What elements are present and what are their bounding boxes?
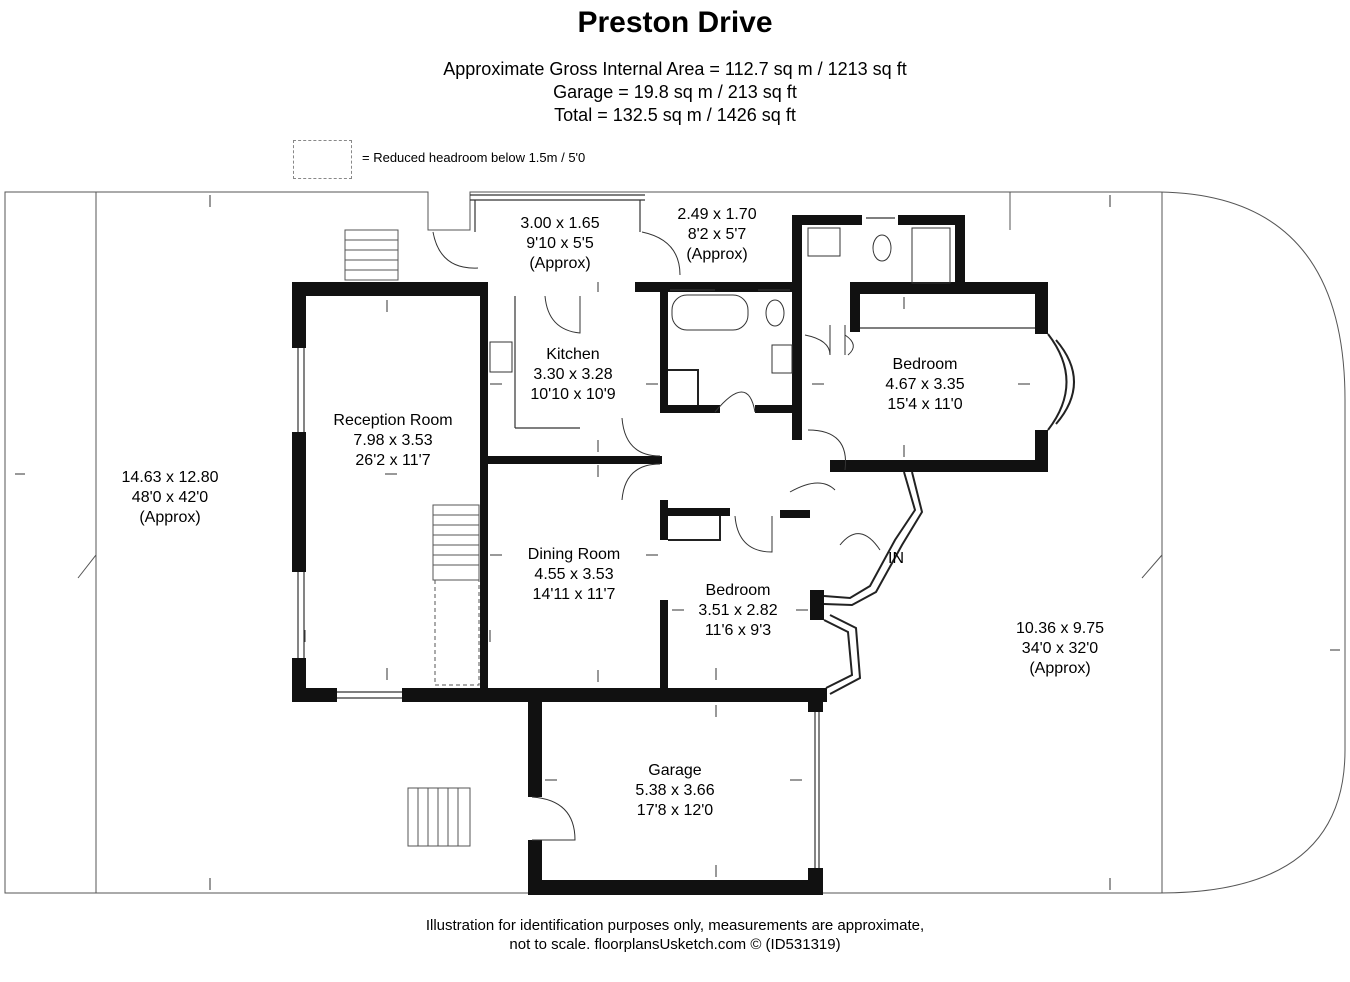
- bedroom2-imperial: 11'6 x 9'3: [704, 622, 772, 639]
- bathroom-fixtures: [489, 227, 951, 374]
- garage-imperial: 17'8 x 12'0: [636, 802, 714, 819]
- bedroom1-imperial: 15'4 x 11'0: [887, 396, 963, 413]
- bay-window-bedroom: [1047, 333, 1075, 431]
- plan-title: Preston Drive: [577, 6, 773, 39]
- garden-left-approx: (Approx): [139, 509, 201, 526]
- terrace-top-label: 3.00 x 1.65 9'10 x 5'5 (Approx): [520, 214, 599, 274]
- garage-metric: 5.38 x 3.66: [635, 782, 715, 799]
- garden-right-metric: 10.36 x 9.75: [1015, 620, 1105, 637]
- total-area: Total = 132.5 sq m / 1426 sq ft: [554, 105, 796, 125]
- bedroom2-metric: 3.51 x 2.82: [698, 602, 778, 619]
- bay-window-bedroom2: [823, 614, 862, 695]
- porch-top-imperial: 8'2 x 5'7: [687, 226, 747, 243]
- reception-imperial: 26'2 x 11'7: [355, 452, 431, 469]
- dining-metric: 4.55 x 3.53: [534, 566, 614, 583]
- garage-name: Garage: [648, 762, 702, 779]
- garage-area: Garage = 19.8 sq m / 213 sq ft: [553, 82, 797, 102]
- disclaimer-line-2: not to scale. floorplansUsketch.com © (I…: [509, 936, 841, 953]
- dining-room-label: Dining Room 4.55 x 3.53 14'11 x 11'7: [528, 545, 620, 605]
- kitchen-name: Kitchen: [546, 346, 600, 363]
- legend-text: = Reduced headroom below 1.5m / 5'0: [362, 150, 586, 165]
- reception-metric: 7.98 x 3.53: [353, 432, 433, 449]
- bedroom1-metric: 4.67 x 3.35: [885, 376, 965, 393]
- garden-left-imperial: 48'0 x 42'0: [131, 489, 209, 506]
- steps-garage: [407, 787, 471, 847]
- kitchen-label: Kitchen 3.30 x 3.28 10'10 x 10'9: [530, 345, 615, 405]
- garden-right-imperial: 34'0 x 32'0: [1021, 640, 1099, 657]
- kitchen-imperial: 10'10 x 10'9: [530, 386, 616, 403]
- bedroom2-name: Bedroom: [705, 582, 771, 599]
- bay-window-entrance: [823, 471, 924, 607]
- disclaimer-line-1: Illustration for identification purposes…: [425, 917, 925, 934]
- bedroom1-name: Bedroom: [892, 356, 958, 373]
- reception-room-label: Reception Room 7.98 x 3.53 26'2 x 11'7: [333, 411, 452, 471]
- garden-right-approx: (Approx): [1029, 660, 1091, 677]
- garden-left-label: 14.63 x 12.80 48'0 x 42'0 (Approx): [122, 468, 219, 528]
- porch-top-metric: 2.49 x 1.70: [677, 206, 757, 223]
- terrace-top-metric: 3.00 x 1.65: [520, 215, 600, 232]
- dimension-arrows: [15, 195, 1340, 890]
- garage-label: Garage 5.38 x 3.66 17'8 x 12'0: [635, 761, 714, 821]
- gross-internal-area: Approximate Gross Internal Area = 112.7 …: [443, 59, 907, 79]
- reception-name: Reception Room: [333, 412, 453, 429]
- terrace-top-imperial: 9'10 x 5'5: [526, 235, 594, 252]
- cupboards: [668, 369, 721, 541]
- windows-and-thin-walls: [297, 194, 1035, 868]
- dining-name: Dining Room: [527, 546, 621, 563]
- terrace-top-approx: (Approx): [529, 255, 591, 272]
- reduced-headroom-swatch: [293, 140, 352, 179]
- door-swings: [432, 231, 881, 841]
- plot-outline: [4, 191, 1346, 894]
- kitchen-metric: 3.30 x 3.28: [533, 366, 613, 383]
- porch-top-label: 2.49 x 1.70 8'2 x 5'7 (Approx): [677, 205, 756, 265]
- entrance-label: IN: [888, 550, 904, 567]
- bedroom2-label: Bedroom 3.51 x 2.82 11'6 x 9'3: [698, 581, 777, 641]
- porch-top-approx: (Approx): [686, 246, 748, 263]
- garden-right-label: 10.36 x 9.75 34'0 x 32'0 (Approx): [1016, 619, 1104, 679]
- internal-stairs: [432, 504, 480, 686]
- bedroom1-label: Bedroom 4.67 x 3.35 15'4 x 11'0: [885, 355, 964, 415]
- garden-left-metric: 14.63 x 12.80: [121, 469, 219, 486]
- walls: [292, 215, 1048, 895]
- dining-imperial: 14'11 x 11'7: [532, 586, 616, 603]
- steps-top: [344, 229, 399, 281]
